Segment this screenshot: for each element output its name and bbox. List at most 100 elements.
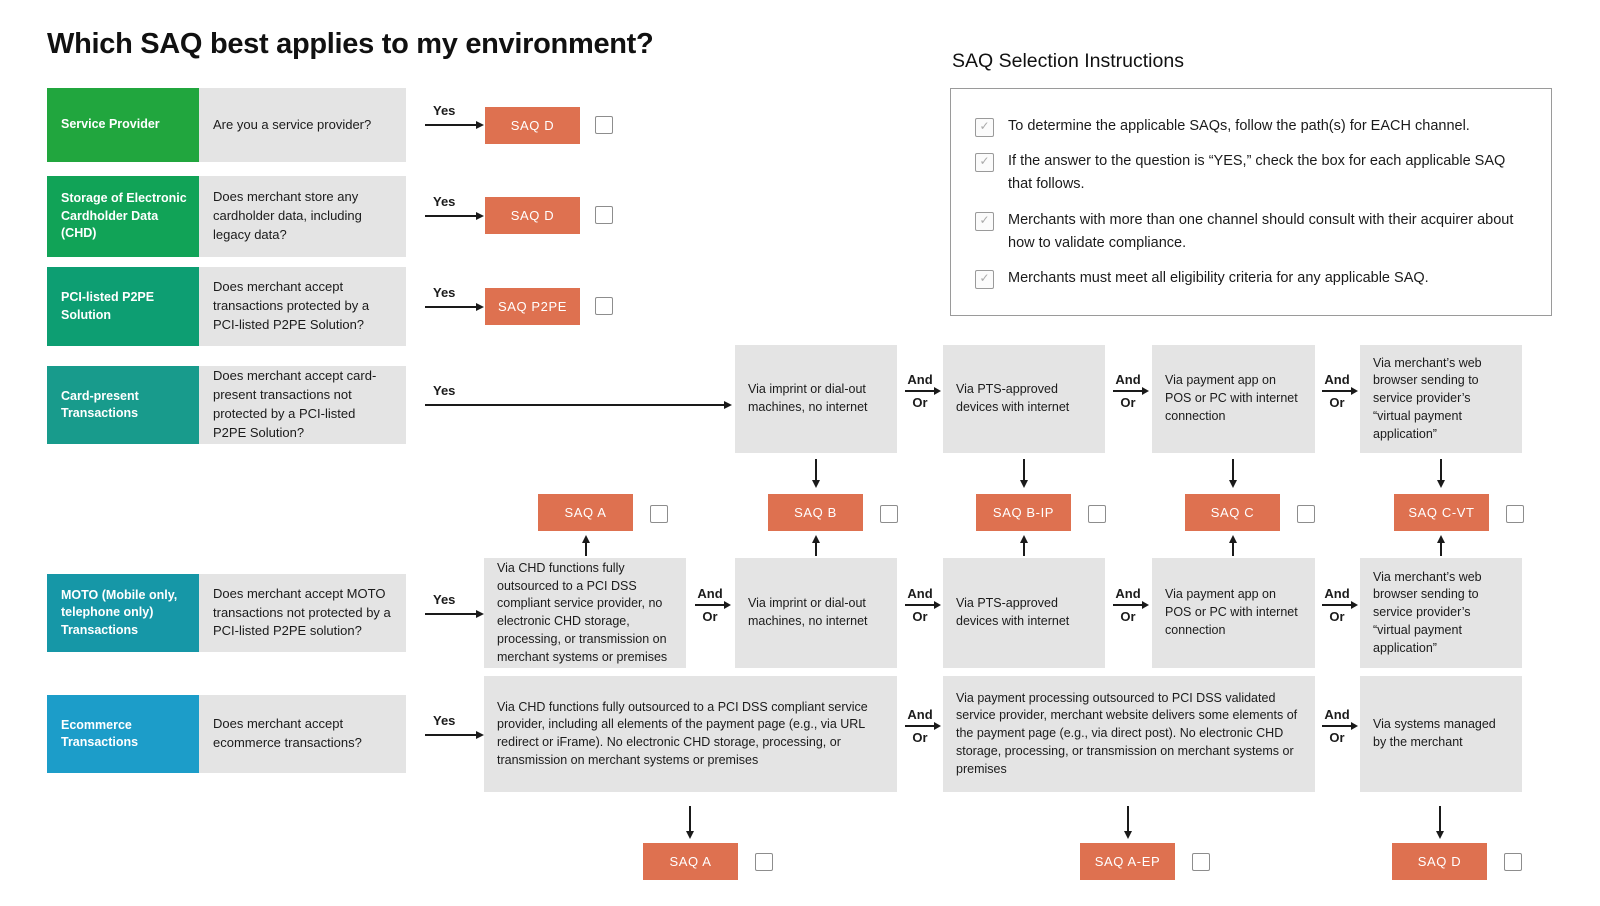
right-arrow-icon xyxy=(1322,600,1358,609)
down-arrow-icon xyxy=(1228,459,1237,488)
or-label: Or xyxy=(1120,609,1136,624)
saq-checkbox-a-bottom[interactable] xyxy=(755,853,773,871)
saq-checkbox-d-storage[interactable] xyxy=(595,206,613,224)
checked-checkbox-icon: ✓ xyxy=(975,269,994,289)
checked-checkbox-icon: ✓ xyxy=(975,211,994,231)
yes-label: Yes xyxy=(433,713,456,728)
saq-checkbox-b-ip[interactable] xyxy=(1088,505,1106,523)
or-label: Or xyxy=(1329,609,1345,624)
up-arrow-icon xyxy=(581,535,590,556)
or-label: Or xyxy=(912,730,928,745)
channel-label-ecommerce: Ecommerce Transactions xyxy=(47,695,199,773)
yes-arrow xyxy=(425,120,484,129)
right-arrow-icon xyxy=(905,721,941,730)
yes-label: Yes xyxy=(433,592,456,607)
saq-checkbox-b[interactable] xyxy=(880,505,898,523)
down-arrow-icon xyxy=(1435,806,1444,839)
saq-box-a-bottom: SAQ A xyxy=(643,843,738,880)
and-label: And xyxy=(907,586,933,601)
and-label: And xyxy=(907,707,933,722)
channel-question-card-present: Does merchant accept card-present transa… xyxy=(199,366,406,444)
right-arrow-icon xyxy=(695,600,731,609)
chain-box-moto-outsourced: Via CHD functions fully outsourced to a … xyxy=(484,558,686,668)
and-label: And xyxy=(1324,586,1350,601)
down-arrow-icon xyxy=(685,806,694,839)
or-label: Or xyxy=(1329,730,1345,745)
chain-box-virtual-payment-moto: Via merchant’s web browser sending to se… xyxy=(1360,558,1522,668)
checked-checkbox-icon: ✓ xyxy=(975,153,994,173)
or-label: Or xyxy=(702,609,718,624)
saq-checkbox-p2pe[interactable] xyxy=(595,297,613,315)
chain-box-virtual-payment: Via merchant’s web browser sending to se… xyxy=(1360,345,1522,453)
yes-arrow-long xyxy=(425,400,732,409)
down-arrow-icon xyxy=(1436,459,1445,488)
saq-checkbox-a-middle[interactable] xyxy=(650,505,668,523)
and-label: And xyxy=(1324,372,1350,387)
saq-box-a-ep: SAQ A-EP xyxy=(1080,843,1175,880)
instruction-item: ✓ Merchants with more than one channel s… xyxy=(975,209,1523,255)
saq-box-b: SAQ B xyxy=(768,494,863,531)
saq-box-d-top: SAQ D xyxy=(485,107,580,144)
down-arrow-icon xyxy=(1123,806,1132,839)
saq-checkbox-c-vt[interactable] xyxy=(1506,505,1524,523)
and-label: And xyxy=(1115,372,1141,387)
instruction-text: To determine the applicable SAQs, follow… xyxy=(1008,118,1470,134)
saq-checkbox-a-ep[interactable] xyxy=(1192,853,1210,871)
saq-box-a-middle: SAQ A xyxy=(538,494,633,531)
channel-label-card-present: Card-present Transactions xyxy=(47,366,199,444)
saq-box-d-bottom: SAQ D xyxy=(1392,843,1487,880)
yes-arrow xyxy=(425,302,484,311)
saq-checkbox-c[interactable] xyxy=(1297,505,1315,523)
channel-question-service-provider: Are you a service provider? xyxy=(199,88,406,162)
instruction-text: Merchants with more than one channel sho… xyxy=(1008,211,1514,251)
channel-label-storage-chd: Storage of Electronic Cardholder Data (C… xyxy=(47,176,199,257)
channel-label-p2pe: PCI-listed P2PE Solution xyxy=(47,267,199,346)
checked-checkbox-icon: ✓ xyxy=(975,118,994,137)
channel-label-moto: MOTO (Mobile only, telephone only) Trans… xyxy=(47,574,199,652)
chain-box-payment-app-moto: Via payment app on POS or PC with intern… xyxy=(1152,558,1315,668)
and-label: And xyxy=(1115,586,1141,601)
up-arrow-icon xyxy=(1436,535,1445,556)
saq-checkbox-d-bottom[interactable] xyxy=(1504,853,1522,871)
yes-arrow xyxy=(425,211,484,220)
down-arrow-icon xyxy=(811,459,820,488)
saq-box-b-ip: SAQ B-IP xyxy=(976,494,1071,531)
right-arrow-icon xyxy=(1322,386,1358,395)
chain-box-imprint-moto: Via imprint or dial-out machines, no int… xyxy=(735,558,897,668)
saq-box-p2pe: SAQ P2PE xyxy=(485,288,580,325)
right-arrow-icon xyxy=(1113,386,1149,395)
channel-question-p2pe: Does merchant accept transactions protec… xyxy=(199,267,406,346)
or-label: Or xyxy=(912,395,928,410)
instruction-text: If the answer to the question is “YES,” … xyxy=(1008,153,1506,193)
channel-question-storage-chd: Does merchant store any cardholder data,… xyxy=(199,176,406,257)
and-label: And xyxy=(697,586,723,601)
up-arrow-icon xyxy=(1019,535,1028,556)
chain-box-pts-moto: Via PTS-approved devices with internet xyxy=(943,558,1105,668)
and-label: And xyxy=(907,372,933,387)
right-arrow-icon xyxy=(1113,600,1149,609)
yes-label: Yes xyxy=(433,285,456,300)
yes-label: Yes xyxy=(433,194,456,209)
or-label: Or xyxy=(912,609,928,624)
chain-box-ecom-outsourced: Via CHD functions fully outsourced to a … xyxy=(484,676,897,792)
down-arrow-icon xyxy=(1019,459,1028,488)
channel-question-ecommerce: Does merchant accept ecommerce transacti… xyxy=(199,695,406,773)
instruction-item: ✓ If the answer to the question is “YES,… xyxy=(975,150,1523,196)
yes-arrow xyxy=(425,609,484,618)
saq-box-d-storage: SAQ D xyxy=(485,197,580,234)
and-label: And xyxy=(1324,707,1350,722)
instruction-text: Merchants must meet all eligibility crit… xyxy=(1008,269,1429,286)
chain-box-merchant-systems: Via systems managed by the merchant xyxy=(1360,676,1522,792)
yes-label: Yes xyxy=(433,103,456,118)
saq-box-c-vt: SAQ C-VT xyxy=(1394,494,1489,531)
saq-checkbox-d-top[interactable] xyxy=(595,116,613,134)
instruction-item: ✓ Merchants must meet all eligibility cr… xyxy=(975,267,1523,290)
instructions-panel: ✓ To determine the applicable SAQs, foll… xyxy=(950,88,1552,316)
